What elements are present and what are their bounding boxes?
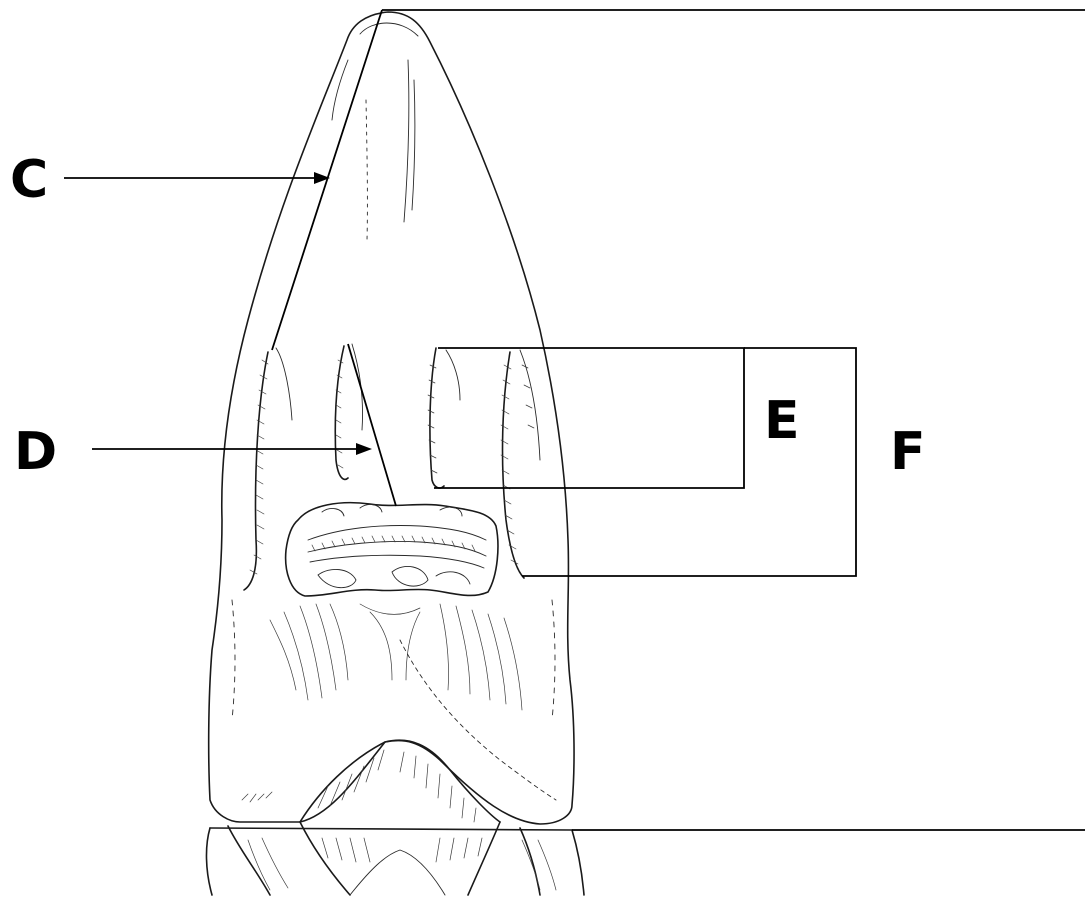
labels: C D E F bbox=[10, 150, 926, 482]
tooth-illustration bbox=[206, 12, 584, 895]
leader-lines bbox=[64, 10, 1085, 830]
d-diagonal-line bbox=[348, 344, 396, 506]
label-f: F bbox=[890, 422, 926, 482]
e-bracket bbox=[434, 348, 744, 488]
f-bracket bbox=[522, 348, 856, 576]
d-arrowhead bbox=[356, 443, 372, 455]
c-diagonal-line bbox=[272, 10, 382, 350]
tooth-outline bbox=[209, 12, 574, 824]
label-c: C bbox=[10, 150, 48, 210]
label-d: D bbox=[14, 422, 57, 482]
c-arrowhead bbox=[314, 172, 330, 184]
label-e: E bbox=[764, 391, 800, 451]
